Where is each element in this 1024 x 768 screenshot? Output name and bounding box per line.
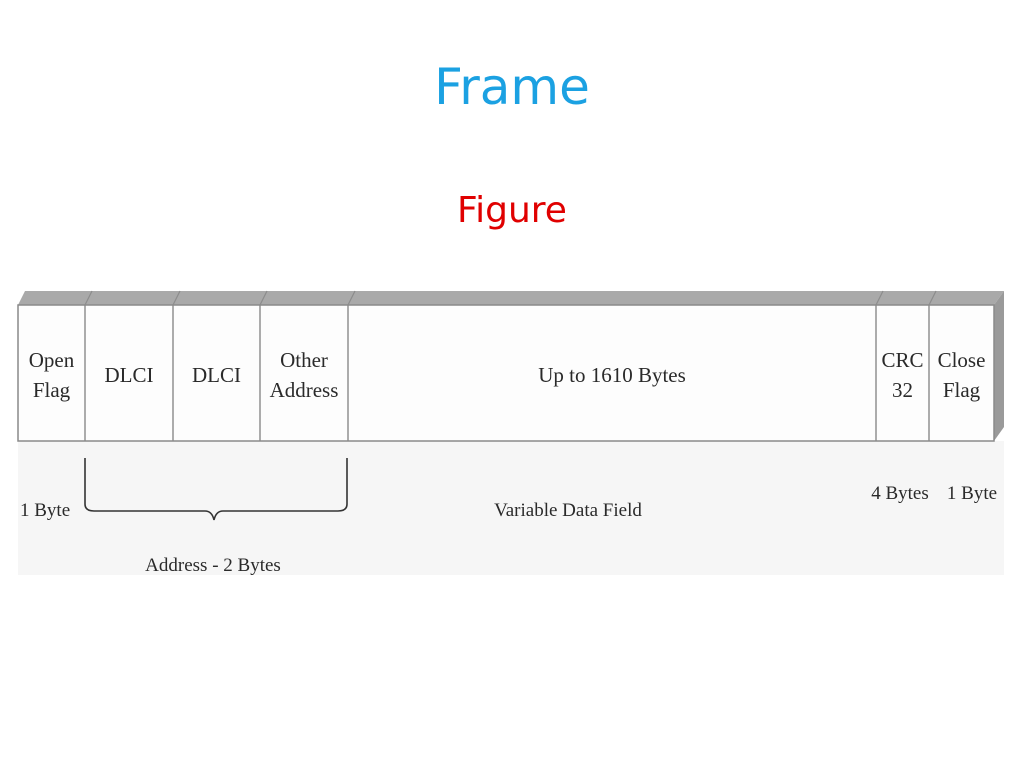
field-label-dlci-1: DLCI [105,363,154,387]
top-face-ridge [875,290,884,306]
caption-close-flag-size: 1 Byte [947,483,997,504]
frame-side-face [994,291,1004,441]
top-face-ridge [259,290,268,306]
frame-front-face [17,304,995,442]
field-label-close-flag-line1: Close [938,348,986,372]
field-label-other-address-line1: Other [280,348,328,372]
field-dividers [84,305,930,441]
field-label-crc-line1: CRC [881,348,923,372]
field-label-dlci-2: DLCI [192,363,241,387]
field-label-other-address-line2: Address [270,378,339,402]
top-face-ridge [928,290,937,306]
caption-open-flag-size: 1 Byte [20,500,70,521]
field-label-crc-line2: 32 [892,378,913,402]
field-label-data: Up to 1610 Bytes [538,363,686,387]
top-face-ridge [84,290,93,306]
top-face-ridge [172,290,181,306]
slide-subtitle: Figure [457,190,567,231]
slide-title: Frame [434,58,590,116]
field-label-open-flag-line2: Flag [33,378,71,402]
field-label-close-flag-line2: Flag [943,378,981,402]
top-face-ridges [84,290,937,306]
caption-address-size: Address - 2 Bytes [145,555,281,576]
caption-data-field: Variable Data Field [494,500,642,521]
top-face-ridge [347,290,356,306]
address-brace [84,458,348,521]
caption-band [18,441,1004,575]
frame-top-face [18,291,1004,305]
field-label-open-flag-line1: Open [29,348,75,372]
caption-crc-size: 4 Bytes [871,483,929,504]
